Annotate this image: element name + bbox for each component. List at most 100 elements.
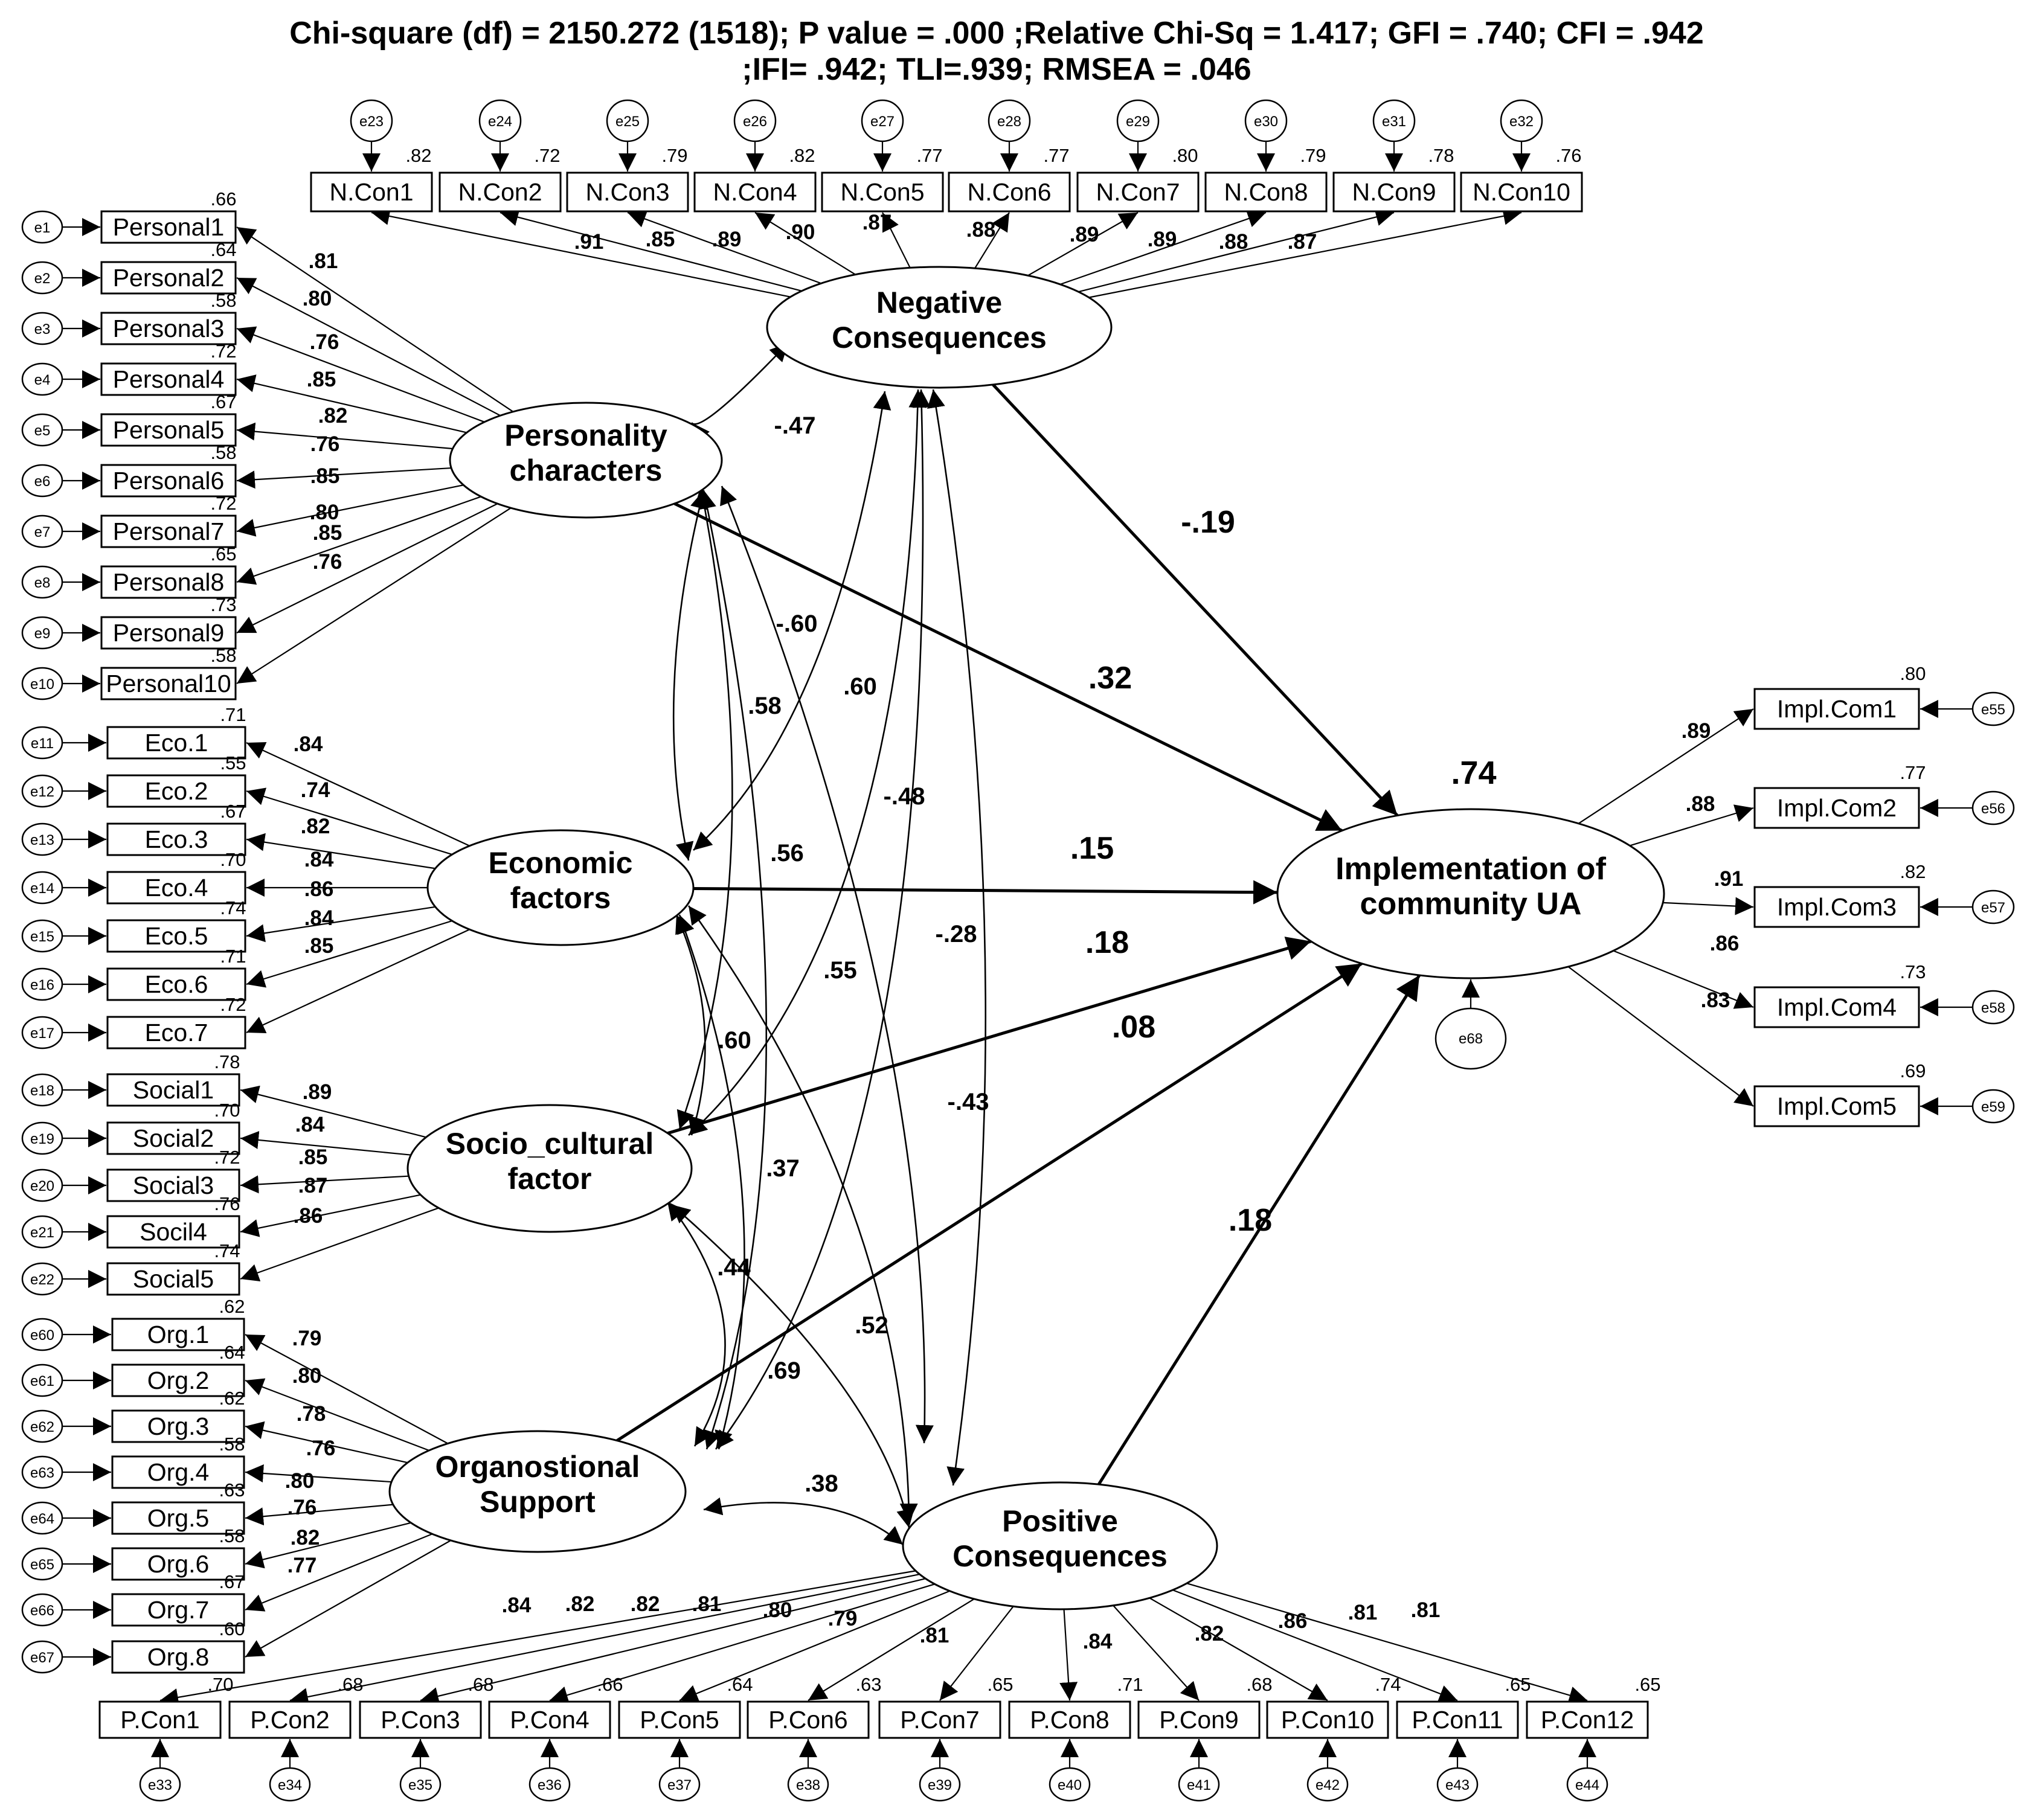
soc-loading-arrow [240, 1207, 439, 1282]
error-label: e18 [30, 1083, 54, 1099]
error-term [988, 99, 1031, 143]
loading-value: .85 [304, 934, 334, 958]
loading-value: .79 [828, 1607, 858, 1630]
loading-value: .81 [1348, 1601, 1378, 1624]
eco-loading-arrow [246, 929, 470, 1034]
indicator-box [747, 1700, 870, 1739]
soc-loading-arrow [240, 1194, 421, 1237]
error-term [21, 1016, 63, 1049]
path-coefficient: .18 [1229, 1203, 1272, 1238]
loading-value: .74 [301, 778, 330, 802]
error-term [658, 1767, 701, 1802]
loading-value: .76 [313, 550, 342, 574]
r-squared-value: .58 [210, 645, 236, 666]
r-squared-value: .68 [337, 1674, 363, 1695]
indicator-box [111, 1640, 245, 1674]
r-squared-value: .68 [467, 1674, 493, 1695]
loading-value: .81 [309, 249, 338, 273]
loading-value: .80 [303, 287, 332, 310]
error-term [350, 99, 393, 143]
impl-loading-arrow [1663, 897, 1754, 915]
error-label: e32 [1509, 114, 1534, 130]
r-squared-value: .74 [1375, 1674, 1401, 1695]
r-squared-value: .70 [207, 1674, 233, 1695]
eco-loading-arrow [246, 742, 470, 847]
loading-value: .79 [292, 1327, 322, 1350]
error-term [1971, 790, 2015, 825]
correlation-value: -.43 [948, 1089, 989, 1115]
error-label: e12 [30, 784, 54, 800]
error-label: e38 [796, 1777, 820, 1793]
r-squared-value: .77 [1900, 762, 1926, 783]
indicator-label: P.Con1 [120, 1706, 199, 1734]
indicator-label: P.Con2 [250, 1706, 329, 1734]
r-squared-value: .58 [210, 290, 236, 311]
error-label: e40 [1058, 1777, 1082, 1793]
error-label: e23 [359, 114, 384, 130]
indicator-label: Personal2 [113, 264, 225, 292]
pos-loading-arrow [808, 1598, 975, 1701]
error-label: e26 [743, 114, 767, 130]
latent-label: Negative [876, 286, 1002, 319]
indicator-label: Eco.1 [145, 729, 208, 757]
indicator-label: Org.2 [147, 1367, 210, 1394]
r-squared-value: .58 [219, 1434, 245, 1455]
indicator-label: Personal4 [113, 365, 225, 393]
loading-value: .86 [304, 877, 334, 901]
indicator-label: N.Con4 [713, 178, 797, 206]
indicator-label: P.Con4 [510, 1706, 589, 1734]
indicator-box [228, 1700, 352, 1739]
loading-value: .80 [763, 1598, 792, 1622]
error-label: e27 [870, 114, 895, 130]
indicator-box [106, 1215, 240, 1249]
org-loading-arrow [245, 1522, 411, 1569]
corr-negative-positive [927, 389, 987, 1486]
indicator-box [100, 464, 237, 498]
error-label: e3 [34, 321, 51, 338]
indicator-label: Impl.Com5 [1777, 1092, 1897, 1120]
r-squared-value: .71 [220, 704, 246, 725]
fit-indices-line-1: Chi-square (df) = 2150.272 (1518); P val… [289, 16, 1704, 51]
indicator-box [566, 171, 689, 213]
r-squared-value: .78 [1428, 145, 1454, 166]
path-coefficient: .08 [1112, 1010, 1155, 1045]
indicator-label: N.Con3 [585, 178, 669, 206]
error-label: e43 [1445, 1777, 1470, 1793]
loading-value: .87 [298, 1174, 328, 1197]
r-squared-value: .72 [210, 493, 236, 514]
error-label: e14 [30, 880, 54, 897]
indicator-label: Social5 [133, 1265, 214, 1293]
indicator-box [618, 1700, 741, 1739]
soc-loading-arrow [240, 1130, 411, 1156]
sociocultural-factor-latent [406, 1104, 693, 1233]
eco-loading-arrow [246, 920, 452, 988]
disturbance-label: e68 [1459, 1031, 1483, 1047]
loading-value: .85 [646, 228, 675, 251]
r-squared-value: .65 [210, 543, 236, 565]
indicator-label: Org.7 [147, 1596, 210, 1624]
org-loading-arrow [245, 1334, 448, 1444]
error-term [528, 1767, 571, 1802]
path-coefficient: .32 [1088, 661, 1132, 696]
error-label: e25 [615, 114, 640, 130]
indicator-label: Impl.Com1 [1777, 695, 1897, 723]
correlation-value: -.47 [774, 412, 816, 439]
indicator-box [106, 1121, 240, 1155]
loading-value: .83 [1701, 989, 1730, 1012]
loading-value: .78 [297, 1402, 326, 1426]
indicator-box [106, 1073, 240, 1107]
error-term [21, 1455, 63, 1489]
loading-value: .80 [310, 501, 339, 524]
impl-loading-arrow [1567, 966, 1754, 1107]
latent-label: Economic [489, 846, 633, 880]
indicator-label: Personal9 [113, 619, 225, 647]
error-term [21, 667, 63, 700]
error-term [21, 312, 63, 345]
latent-label: Implementation of [1335, 851, 1606, 886]
loading-value: .82 [318, 404, 348, 428]
indicator-box [106, 1262, 240, 1296]
loading-value: .86 [294, 1204, 323, 1228]
error-term [1500, 99, 1543, 143]
indicator-label: Socil4 [140, 1218, 207, 1246]
